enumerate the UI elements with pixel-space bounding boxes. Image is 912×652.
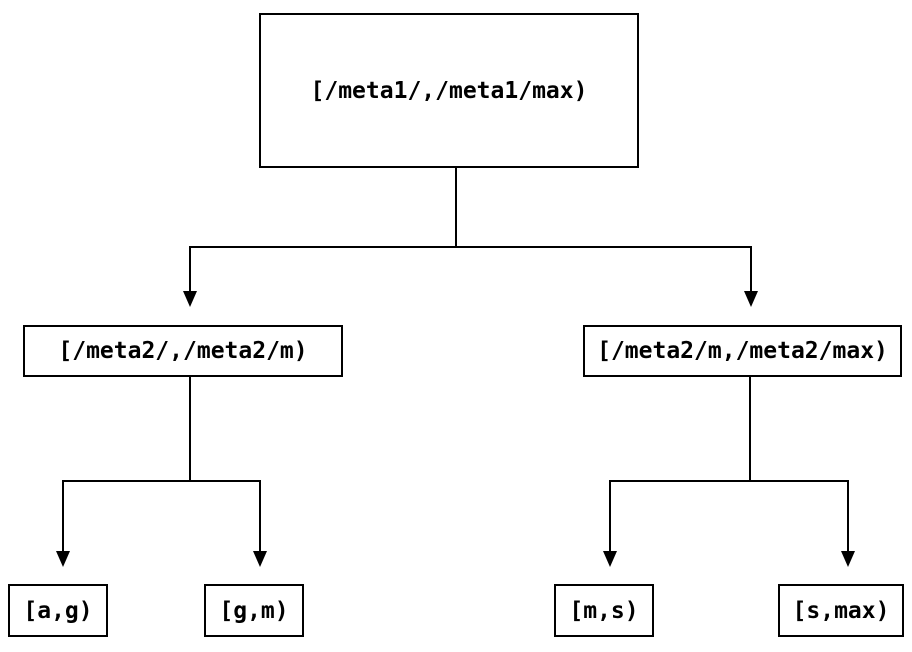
arrow-down-icon <box>841 551 855 567</box>
node-leaf-g-m: [g,m) <box>204 584 304 637</box>
node-root: [/meta1/,/meta1/max) <box>259 13 639 168</box>
node-leaf-a-g: [a,g) <box>8 584 108 637</box>
arrow-down-icon <box>183 291 197 307</box>
node-meta2-low: [/meta2/,/meta2/m) <box>23 325 343 377</box>
node-leaf-s-max-label: [s,max) <box>792 597 890 624</box>
edge-meta2-high-stem-line <box>749 377 751 482</box>
edge-root-left-drop-line <box>189 248 191 291</box>
node-meta2-high-label: [/meta2/m,/meta2/max) <box>597 338 888 364</box>
edge-meta2-high-right-drop-line <box>847 482 849 551</box>
node-leaf-s-max: [s,max) <box>778 584 904 637</box>
edge-meta2-high-left-drop-line <box>609 482 611 551</box>
edge-meta2-low-stem-line <box>189 377 191 482</box>
edge-meta2-low-branch-line <box>62 480 261 482</box>
node-leaf-m-s-label: [m,s) <box>569 597 639 624</box>
edge-meta2-low-left-drop-line <box>62 482 64 551</box>
edge-root-branch-line <box>189 246 752 248</box>
edge-root-right-drop-line <box>750 248 752 291</box>
edge-root-stem-line <box>455 167 457 248</box>
edge-meta2-high-branch-line <box>609 480 849 482</box>
node-leaf-a-g-label: [a,g) <box>23 597 93 624</box>
arrow-down-icon <box>56 551 70 567</box>
edge-meta2-low-right-drop-line <box>259 482 261 551</box>
node-leaf-m-s: [m,s) <box>554 584 654 637</box>
arrow-down-icon <box>744 291 758 307</box>
arrow-down-icon <box>253 551 267 567</box>
node-root-label: [/meta1/,/meta1/max) <box>310 77 588 104</box>
node-meta2-high: [/meta2/m,/meta2/max) <box>583 325 902 377</box>
arrow-down-icon <box>603 551 617 567</box>
node-leaf-g-m-label: [g,m) <box>219 597 289 624</box>
node-meta2-low-label: [/meta2/,/meta2/m) <box>58 338 308 364</box>
